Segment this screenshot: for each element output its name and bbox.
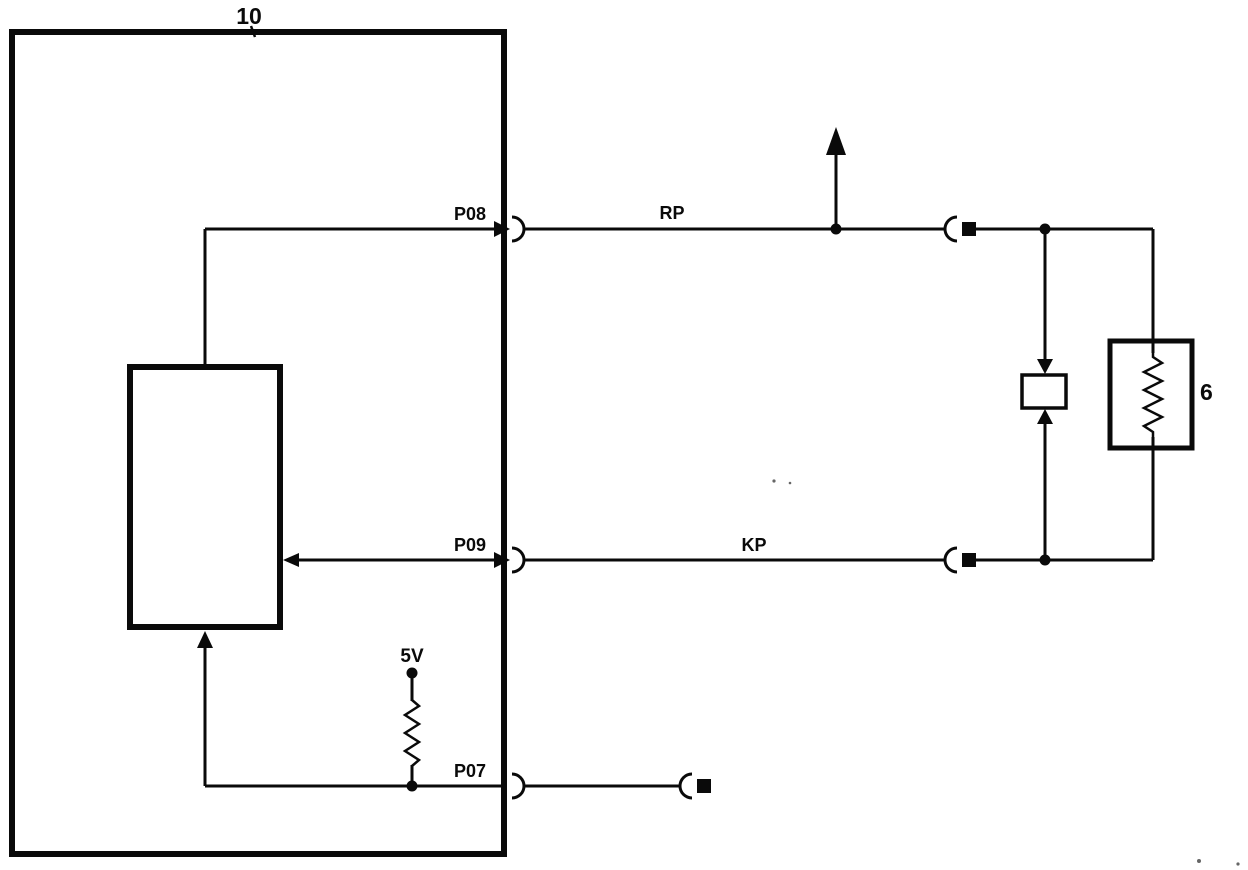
rp-connector-socket-icon [943, 215, 958, 243]
control-unit-label: 10 [236, 3, 262, 29]
p09-left-arrowhead [283, 553, 299, 567]
supply-5v-label: 5V [400, 646, 424, 667]
p09-connector-socket-icon [511, 546, 526, 574]
supply-5v-node-dot [406, 667, 418, 679]
sensor-label: 6 [1200, 379, 1213, 405]
p08-right-arrowhead [494, 221, 510, 237]
wire-label-kp: KP [741, 535, 766, 555]
clamp-bottom-junction-dot [1039, 554, 1051, 566]
p09-right-arrowhead [494, 552, 510, 568]
kp-connector-socket-icon [943, 546, 958, 574]
clamp-up-arrowhead [1037, 409, 1053, 424]
p08-connector-socket-icon [511, 215, 526, 243]
p08-rp-circuit: P08 RP [203, 127, 1153, 367]
rp-connector-pin-icon [962, 222, 976, 236]
sensor-resistor-zigzag-icon [1141, 352, 1165, 438]
p07-circuit: P07 5V [197, 631, 711, 800]
scan-artifact-dot [1197, 859, 1201, 863]
p07-junction-dot [406, 780, 418, 792]
clamp-down-arrowhead [1037, 359, 1053, 374]
scan-artifacts [772, 479, 1240, 866]
pin-label-p08: P08 [454, 204, 486, 224]
clamp-element-box [1020, 373, 1068, 410]
inner-driver-block [127, 364, 283, 630]
p07-mating-socket-icon [678, 772, 693, 800]
sensor-element-6: 6 [1107, 229, 1213, 560]
pullup-resistor-zigzag-icon [402, 699, 422, 767]
p07-mating-pin-icon [697, 779, 711, 793]
p07-connector-socket-icon [511, 772, 526, 800]
pin-label-p07: P07 [454, 761, 486, 781]
control-unit-box: 10 [9, 3, 507, 857]
p07-up-arrowhead [197, 631, 213, 648]
scan-artifact-dot [788, 481, 792, 485]
scan-artifact-dot [1236, 862, 1240, 866]
kp-connector-pin-icon [962, 553, 976, 567]
wire-label-rp: RP [659, 203, 684, 223]
p09-kp-circuit: P09 KP [283, 535, 1153, 574]
pin-label-p09: P09 [454, 535, 486, 555]
inner-driver-outline [127, 364, 283, 630]
supply-up-arrowhead [826, 127, 846, 155]
scan-artifact-dot [772, 479, 776, 483]
clamp-element-branch [1020, 223, 1068, 566]
label-lead-tick [249, 25, 257, 38]
sensor-box-outline [1107, 338, 1195, 451]
control-unit-outline [9, 29, 507, 857]
